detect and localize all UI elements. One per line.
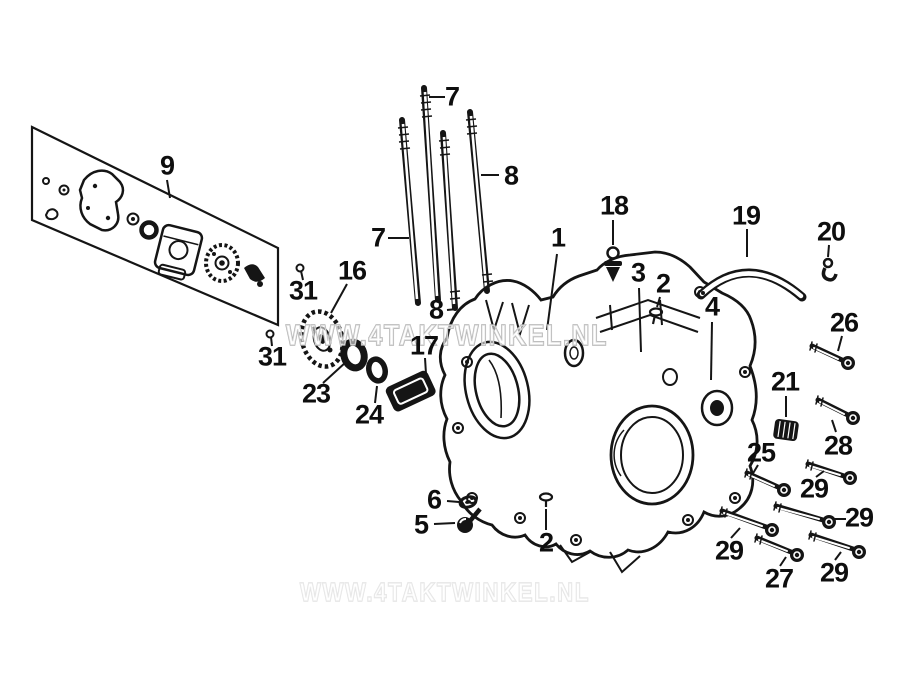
part-2-dowel-top [648,307,664,325]
part-29-bolt [719,506,779,537]
part-23-seal-ring [340,338,368,372]
part-19-gasket-arc [696,268,807,302]
part-25-bolt [744,468,791,497]
stud-bolt [438,130,461,311]
part-20-clip [821,257,838,282]
part-6-washer [458,495,478,509]
watermark-center: WWW.4TAKTWINKEL.NL [286,320,608,352]
part-27-bolt [754,533,804,562]
part-29-bolt [773,501,836,529]
fastener-bolts-group [719,341,866,562]
part-21-bushing [773,418,799,442]
part-5-bolt [457,507,482,533]
part-28-bolt [815,395,860,425]
part-17-plate [385,370,436,412]
stud-bolt [397,117,421,306]
watermark-bottom: WWW.4TAKTWINKEL.NL [300,577,590,607]
leader-lines [322,96,846,567]
part-18-pin [604,246,622,282]
part-9-oil-pump-assembly [30,125,280,327]
part-31-screw-bottom [265,329,275,347]
stud-bolt [465,109,494,294]
part-31-screw-top [295,263,305,281]
cylinder-studs-group [397,85,494,311]
part-16-sprocket [299,309,345,369]
part-26-bolt [809,341,855,370]
part-24-seal-ring [366,356,388,384]
part-2-dowel-bottom [538,492,554,507]
stud-bolt [419,85,441,303]
crankcase-body [438,250,759,574]
part-29-bolt [805,459,857,485]
part-29-bolt [808,530,866,559]
